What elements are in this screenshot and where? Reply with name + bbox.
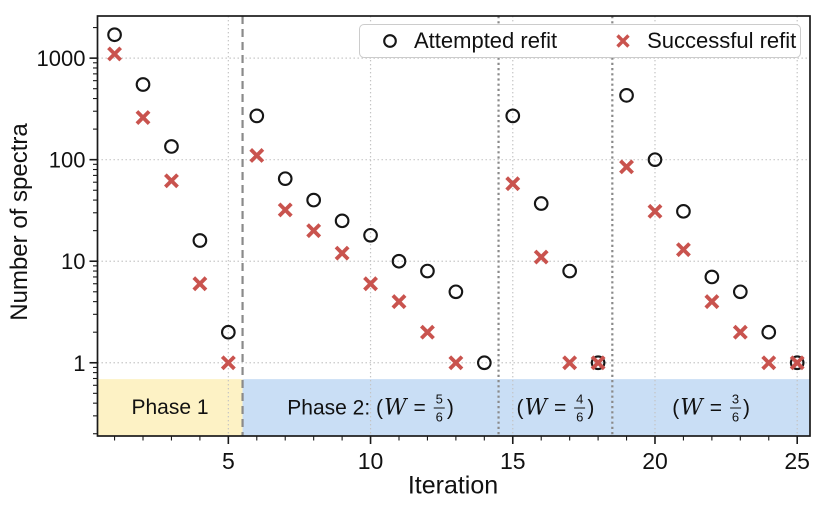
successful-refit-point bbox=[505, 176, 521, 192]
successful-refit-point bbox=[789, 355, 805, 371]
attempted-refit-point bbox=[249, 108, 265, 124]
attempted-refit-point bbox=[448, 284, 464, 300]
attempted-refit-point bbox=[306, 192, 322, 208]
legend-item-successful-refit: Successful refit bbox=[615, 28, 796, 54]
attempted-refit-point bbox=[647, 152, 663, 168]
successful-refit-point bbox=[704, 294, 720, 310]
y-tick-label: 10 bbox=[61, 249, 85, 274]
attempted-refit-point bbox=[704, 269, 720, 285]
phase-band-2 bbox=[242, 379, 499, 436]
phase-band-3 bbox=[498, 379, 613, 436]
successful-refit-point bbox=[164, 173, 179, 189]
y-tick-label: 1 bbox=[73, 351, 85, 376]
phase-band-4 bbox=[612, 379, 810, 436]
successful-refit-point bbox=[192, 276, 208, 292]
attempted-refit-point bbox=[789, 355, 805, 371]
attempted-refit-point bbox=[334, 213, 350, 229]
attempted-refit-point bbox=[220, 324, 236, 340]
phase-band-1 bbox=[97, 379, 243, 436]
legend-item-attempted-refit: Attempted refit bbox=[382, 28, 557, 54]
successful-refit-point bbox=[448, 355, 464, 371]
attempted-refit-point bbox=[761, 324, 777, 340]
x-tick-label: 15 bbox=[500, 448, 526, 474]
successful-refit-point bbox=[220, 355, 236, 371]
attempted-refit-point bbox=[590, 355, 606, 371]
successful-refit-point bbox=[647, 203, 663, 219]
attempted-refit-point bbox=[107, 27, 122, 43]
legend-label-successful-refit: Successful refit bbox=[647, 28, 797, 53]
successful-refit-point bbox=[391, 294, 407, 310]
y-axis-label: Number of spectra bbox=[6, 123, 33, 321]
successful-refit-point bbox=[306, 223, 322, 239]
successful-refit-point bbox=[135, 110, 151, 125]
successful-refit-point bbox=[590, 355, 606, 371]
successful-refit-point bbox=[107, 46, 123, 62]
successful-refit-point bbox=[562, 355, 578, 371]
attempted-refit-point bbox=[277, 171, 293, 187]
attempted-refit-point bbox=[420, 263, 435, 279]
successful-refit-point bbox=[249, 148, 265, 163]
legend: Attempted refit Successful refit bbox=[359, 24, 801, 58]
attempted-refit-point bbox=[192, 233, 208, 248]
attempted-refit-point bbox=[476, 355, 492, 371]
attempted-refit-point bbox=[732, 284, 748, 300]
successful-refit-point bbox=[363, 276, 378, 292]
plot-frame bbox=[96, 15, 811, 437]
successful-refit-point bbox=[619, 159, 634, 175]
successful-refit-point bbox=[533, 249, 549, 265]
attempted-refit-point bbox=[363, 227, 378, 243]
attempted-refit-point bbox=[505, 108, 521, 124]
attempted-refit-point bbox=[619, 88, 634, 103]
x-tick-label: 20 bbox=[642, 448, 668, 474]
successful-refit-point bbox=[334, 245, 350, 261]
attempted-refit-point bbox=[676, 203, 691, 219]
attempted-refit-point bbox=[562, 263, 578, 279]
x-tick-label: 5 bbox=[222, 448, 235, 474]
successful-refit-point bbox=[419, 324, 435, 340]
x-tick-label: 10 bbox=[358, 448, 384, 474]
x-tick-label: 25 bbox=[784, 448, 810, 474]
attempted-refit-point bbox=[391, 253, 407, 269]
y-tick-label: 1000 bbox=[37, 46, 86, 71]
x-marker-icon bbox=[616, 34, 630, 48]
attempted-refit-point bbox=[533, 196, 549, 211]
y-tick-label: 100 bbox=[49, 148, 86, 173]
attempted-refit-point bbox=[135, 77, 151, 92]
successful-refit-point bbox=[761, 355, 777, 371]
attempted-refit-point bbox=[164, 139, 179, 154]
successful-refit-point bbox=[675, 242, 691, 258]
legend-label-attempted-refit: Attempted refit bbox=[414, 28, 558, 53]
successful-refit-point bbox=[732, 324, 748, 340]
open-circle-marker-icon bbox=[383, 34, 397, 48]
successful-refit-point bbox=[277, 202, 293, 218]
x-axis-label: Iteration bbox=[407, 471, 499, 500]
